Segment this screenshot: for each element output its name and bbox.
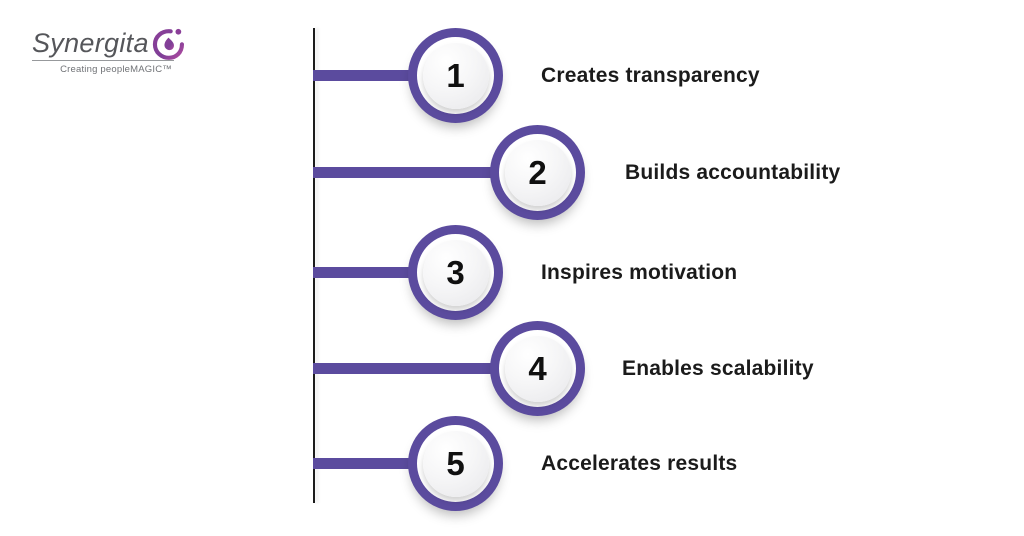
step-label: Accelerates results <box>541 452 738 475</box>
logo-divider <box>32 60 174 61</box>
connector-line <box>313 70 458 81</box>
step-label: Creates transparency <box>541 64 760 87</box>
step-label: Inspires motivation <box>541 261 738 284</box>
step-circle: 2 <box>490 125 585 220</box>
connector-line <box>313 363 541 374</box>
connector-line <box>313 458 458 469</box>
brand-wordmark: Synergita <box>32 28 149 58</box>
step-circle: 4 <box>490 321 585 416</box>
synergita-logo: Synergita Creating peopleMAG <box>32 24 184 75</box>
step-inner-disc: 3 <box>422 239 489 306</box>
step-inner-disc: 2 <box>504 139 571 206</box>
step-number: 3 <box>446 253 465 291</box>
step-number: 5 <box>446 444 465 482</box>
step-circle: 5 <box>408 416 503 511</box>
step-number: 2 <box>528 153 547 191</box>
step-circle: 3 <box>408 225 503 320</box>
connector-line <box>313 167 541 178</box>
step-number: 4 <box>528 349 547 387</box>
step-inner-disc: 4 <box>504 335 571 402</box>
timeline-axis-line <box>313 28 315 503</box>
step-label: Enables scalability <box>622 357 814 380</box>
logo-top-row: Synergita <box>32 24 184 60</box>
step-label: Builds accountability <box>625 161 841 184</box>
step-inner-disc: 1 <box>422 42 489 109</box>
logo-tagline: Creating peopleMAGIC™ <box>60 64 172 75</box>
step-circle: 1 <box>408 28 503 123</box>
step-inner-disc: 5 <box>422 430 489 497</box>
synergita-swirl-icon <box>150 24 186 62</box>
step-number: 1 <box>446 56 465 94</box>
connector-line <box>313 267 458 278</box>
